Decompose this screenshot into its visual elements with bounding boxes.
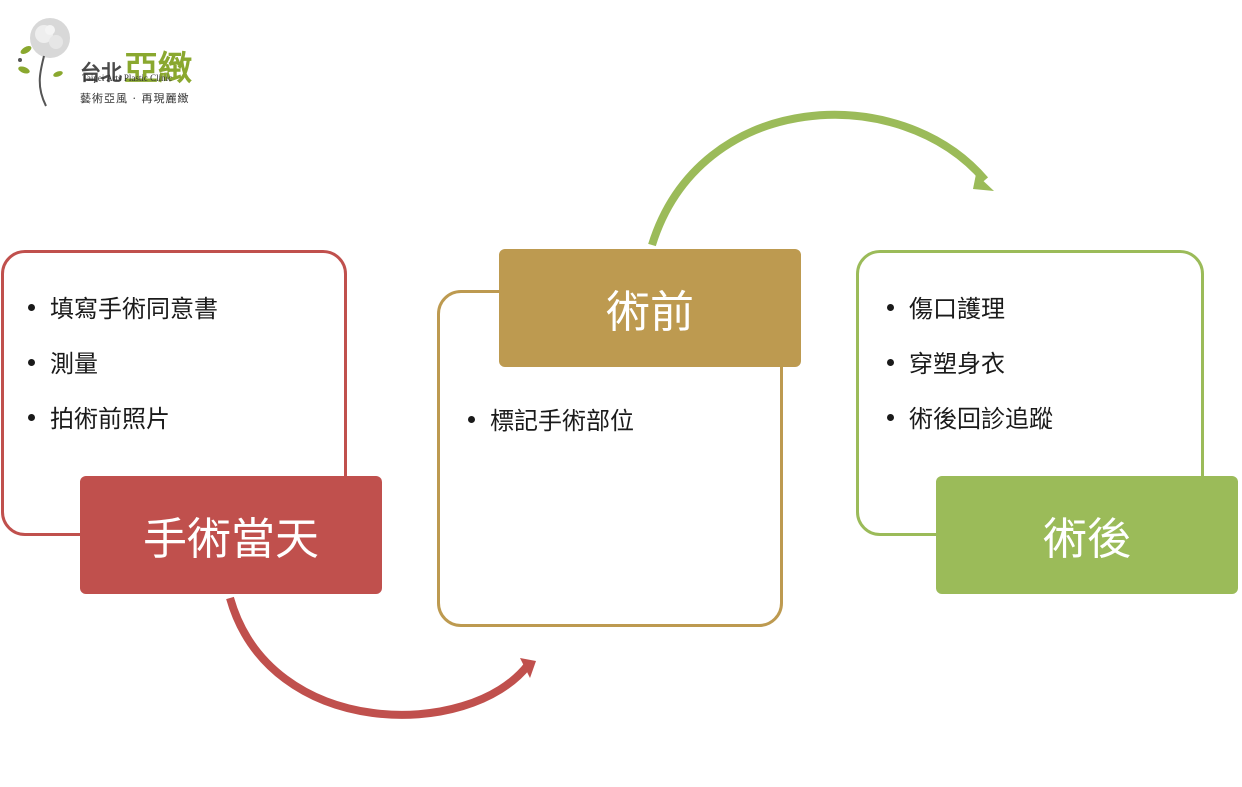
logo-title: 台北 亞緻	[80, 52, 192, 87]
logo-name-prefix: 台北	[80, 60, 122, 85]
stage-label-pre-op: 術前	[499, 249, 801, 367]
list-item: 填寫手術同意書	[28, 289, 344, 324]
list-item: 拍術前照片	[28, 399, 344, 434]
stage-label-surgery-day: 手術當天	[80, 476, 382, 594]
list-item: 術後回診追蹤	[887, 399, 1201, 434]
connector-arrow-green	[648, 110, 994, 247]
logo-name-brand: 亞緻	[124, 49, 192, 89]
list-item: 測量	[28, 344, 344, 379]
logo-slogan: 藝術亞風 · 再現麗緻	[80, 92, 190, 105]
connector-arrow-red	[226, 596, 536, 719]
list-item: 傷口護理	[887, 289, 1201, 324]
list-item: 標記手術部位	[468, 401, 780, 436]
stage-label-post-op: 術後	[936, 476, 1238, 594]
logo-english-name: Taipei Arts Plastic Clinic	[82, 73, 173, 83]
clinic-logo: 台北 亞緻 Taipei Arts Plastic Clinic 藝術亞風 · …	[14, 12, 224, 112]
flower-logo-icon	[18, 18, 70, 107]
list-item: 穿塑身衣	[887, 344, 1201, 379]
